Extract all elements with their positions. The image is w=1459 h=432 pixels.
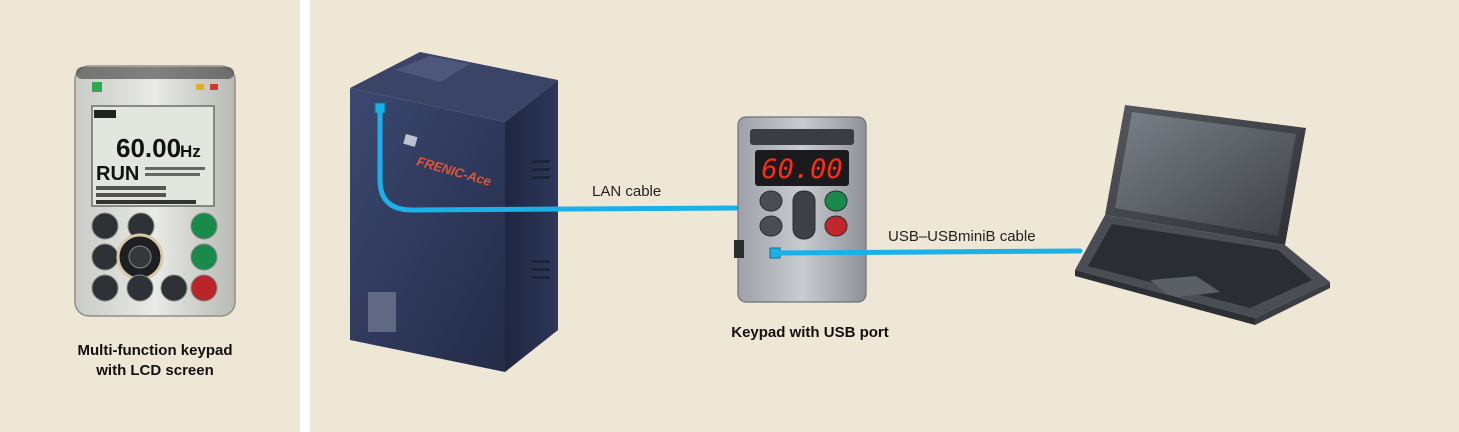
inverter-unit: FRENIC-Ace bbox=[350, 52, 558, 372]
usb-cable-label: USB–USBminiB cable bbox=[888, 228, 1036, 245]
laptop-computer bbox=[1075, 105, 1330, 325]
stop-button bbox=[824, 215, 848, 237]
lan-cable bbox=[377, 107, 743, 213]
lan-cable-label: LAN cable bbox=[592, 183, 662, 200]
keypad-button bbox=[759, 215, 783, 237]
run-button bbox=[824, 190, 848, 212]
keypad-button bbox=[160, 274, 188, 302]
led-display bbox=[755, 150, 849, 186]
led-display-value: 60.00 bbox=[761, 154, 842, 185]
keypad-button bbox=[91, 243, 119, 271]
laptop-touchpad bbox=[1150, 276, 1220, 298]
usb-cable bbox=[775, 248, 1083, 256]
usb-keypad-buttons bbox=[759, 190, 848, 240]
keypad-button bbox=[91, 212, 119, 240]
lcd-keypad-buttons bbox=[91, 212, 218, 302]
stop-button bbox=[190, 274, 218, 302]
lcd-unit: Hz bbox=[180, 142, 201, 161]
lcd-keypad-caption: Multi-function keypad with LCD screen bbox=[40, 341, 270, 381]
usb-keypad: 60.00 bbox=[734, 116, 867, 303]
keypad-button bbox=[91, 274, 119, 302]
status-led-icon bbox=[92, 82, 102, 92]
up-down-button bbox=[792, 190, 816, 240]
keypad-button bbox=[759, 190, 783, 212]
lcd-frequency: 60.00 bbox=[116, 133, 181, 163]
usb-keypad-caption: Keypad with USB port bbox=[731, 324, 889, 341]
fwd-button bbox=[190, 212, 218, 240]
keypad-button bbox=[126, 274, 154, 302]
lcd-keypad-caption-line2: with LCD screen bbox=[96, 362, 214, 379]
panel-divider bbox=[300, 0, 310, 432]
rev-button bbox=[190, 243, 218, 271]
laptop-keyboard bbox=[1088, 224, 1312, 308]
multi-function-keypad: 60.00 Hz RUN bbox=[74, 65, 236, 317]
lcd-status: RUN bbox=[96, 163, 139, 185]
lcd-keypad-caption-line1: Multi-function keypad bbox=[77, 342, 233, 359]
laptop-screen bbox=[1115, 112, 1296, 236]
